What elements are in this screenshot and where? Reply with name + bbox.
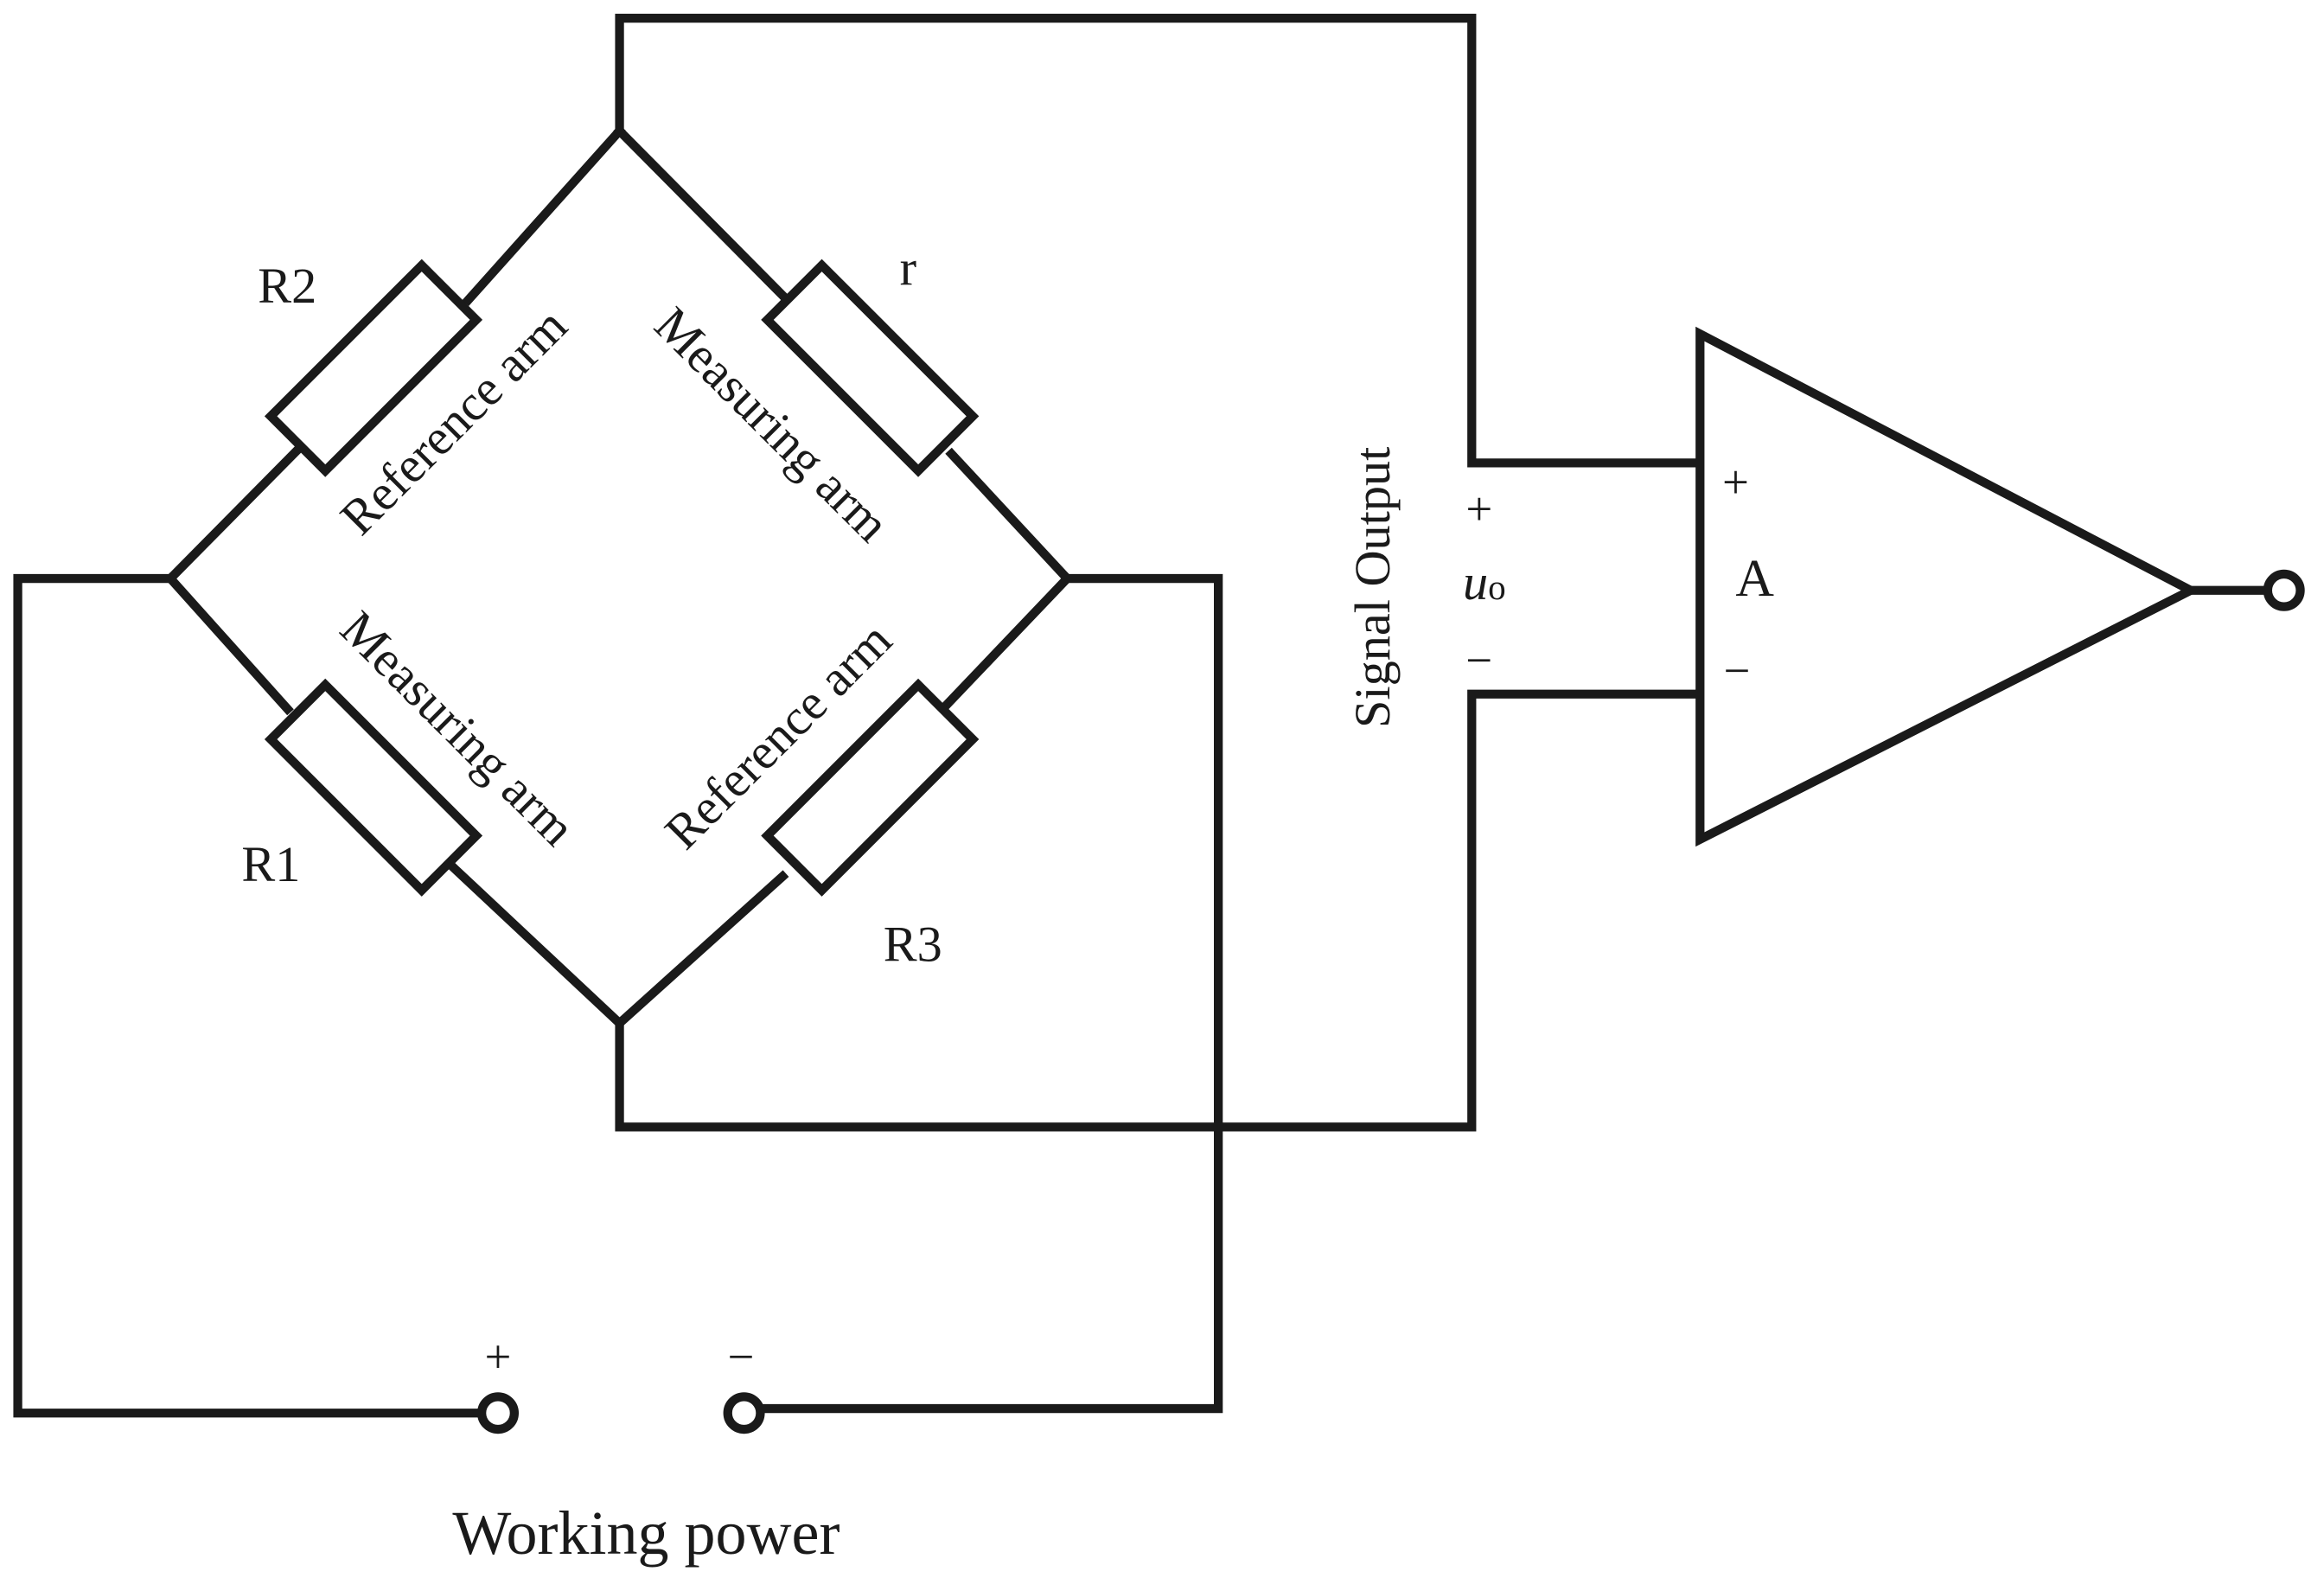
output-terminal xyxy=(2263,569,2305,611)
resistors xyxy=(264,259,980,897)
amplifier-plus-sign: + xyxy=(1722,456,1749,508)
wire-left-node-to-power-plus xyxy=(13,573,488,1418)
label-r1: R1 xyxy=(241,836,300,892)
wire-top-to-r xyxy=(613,125,794,307)
wire-right-node-to-power-minus xyxy=(757,573,1223,1414)
wire-r2-to-left xyxy=(163,444,303,585)
amplifier-minus-sign: − xyxy=(1724,644,1751,697)
label-r2: R2 xyxy=(258,258,316,314)
signal-output-symbol-sub: o xyxy=(1488,567,1506,607)
label-r: r xyxy=(900,240,916,297)
signal-output-symbol-main: u xyxy=(1463,554,1488,610)
wire-bottom-node-to-amp-minus xyxy=(615,689,1705,1132)
signal-output-minus: − xyxy=(1465,634,1492,687)
wire-r1-to-bottom xyxy=(449,862,626,1030)
resistor-r3 xyxy=(761,678,980,897)
label-working-power: Working power xyxy=(452,1498,840,1568)
power-minus-sign: − xyxy=(728,1331,755,1383)
resistor-r1 xyxy=(264,678,483,897)
label-signal-output: Signal Output xyxy=(1344,447,1401,728)
power-minus-terminal xyxy=(723,1392,765,1434)
wire-left-to-r1 xyxy=(163,572,294,716)
wire-r3-to-bottom xyxy=(613,870,789,1030)
wire-top-to-r2 xyxy=(462,125,626,307)
label-r3: R3 xyxy=(884,916,942,972)
amplifier-label: A xyxy=(1735,549,1774,608)
resistor-r xyxy=(761,259,980,477)
resistor-r2 xyxy=(264,259,483,477)
wire-top-node-to-amp-plus xyxy=(615,13,1705,468)
wire-right-to-r3 xyxy=(937,572,1074,714)
bridge-wires xyxy=(163,125,1074,1030)
amplifier-triangle xyxy=(1695,326,2200,847)
power-plus-sign: + xyxy=(485,1331,512,1383)
power-plus-terminal xyxy=(477,1392,519,1434)
signal-output-symbol: uo xyxy=(1463,554,1506,610)
signal-output-plus: + xyxy=(1465,482,1492,535)
external-wires xyxy=(13,13,2272,1418)
wire-r-to-right xyxy=(945,447,1074,585)
